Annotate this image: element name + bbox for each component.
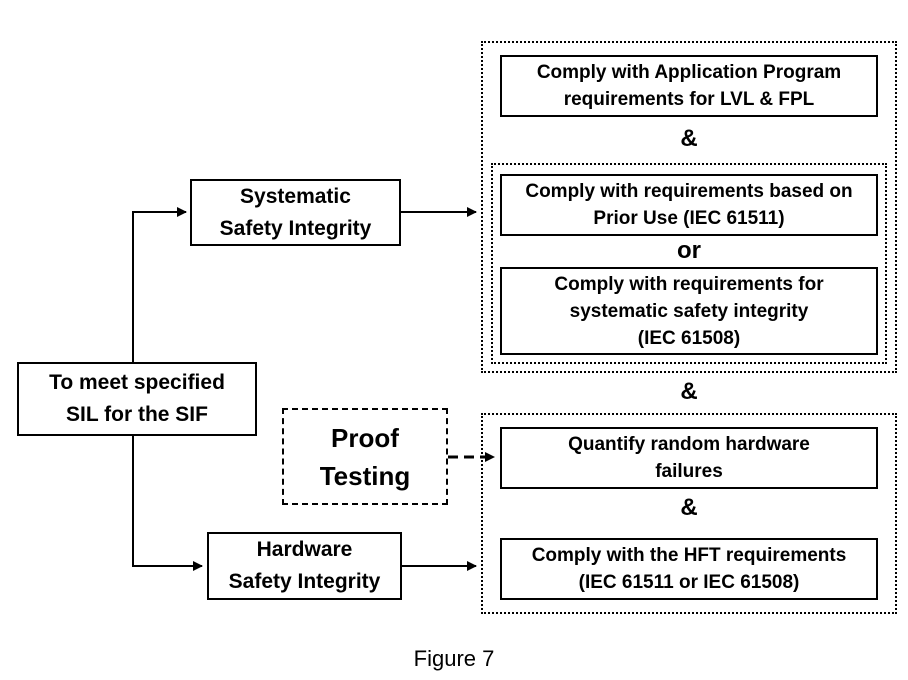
proof-line-1: Proof — [331, 422, 399, 453]
proof-testing-box: Proof Testing — [282, 408, 448, 505]
random-hardware-failures-box: Quantify random hardware failures — [500, 427, 878, 489]
root-goal-line-2: SIL for the SIF — [66, 403, 208, 426]
systematic-line-2: Safety Integrity — [219, 216, 372, 240]
hft-requirements-box: Comply with the HFT requirements (IEC 61… — [500, 538, 878, 600]
figure-caption: Figure 7 — [413, 646, 495, 671]
random-hw-line-1: Quantify random hardware — [568, 434, 810, 455]
app-program-requirements-box: Comply with Application Program requirem… — [500, 55, 878, 117]
app-program-line-1: Comply with Application Program — [536, 62, 842, 83]
prior-use-line-1: Comply with requirements based on — [525, 181, 853, 202]
prior-use-or-systematic-group — [491, 163, 887, 364]
hft-line-2: (IEC 61511 or IEC 61508) — [578, 572, 800, 593]
systematic-safety-integrity-box: Systematic Safety Integrity — [190, 179, 401, 246]
hardware-line-2: Safety Integrity — [228, 570, 381, 593]
hardware-requirements-group — [481, 413, 897, 614]
systematic-req-line-3: (IEC 61508) — [637, 327, 741, 349]
systematic-line-1: Systematic — [240, 184, 351, 208]
hft-line-1: Comply with the HFT requirements — [531, 545, 847, 566]
and-connector-3: & — [680, 494, 698, 521]
systematic-req-line-1: Comply with requirements for — [554, 273, 824, 295]
systematic-requirements-group — [481, 41, 897, 373]
or-connector: or — [677, 237, 701, 264]
systematic-integrity-requirements-box: Comply with requirements for systematic … — [500, 267, 878, 355]
arrow-root-to-hardware — [132, 436, 203, 571]
and-connector-1: & — [680, 125, 698, 152]
random-hw-line-2: failures — [655, 461, 723, 482]
root-goal-box: To meet specified SIL for the SIF — [17, 362, 257, 436]
hardware-line-1: Hardware — [256, 538, 353, 561]
and-connector-2: & — [680, 378, 698, 405]
prior-use-requirements-box: Comply with requirements based on Prior … — [500, 174, 878, 236]
proof-line-2: Testing — [319, 460, 411, 491]
arrow-root-to-systematic — [132, 207, 187, 362]
root-goal-line-1: To meet specified — [49, 371, 225, 394]
hardware-safety-integrity-box: Hardware Safety Integrity — [207, 532, 402, 600]
prior-use-line-2: Prior Use (IEC 61511) — [593, 208, 785, 229]
systematic-req-line-2: systematic safety integrity — [569, 300, 809, 322]
app-program-line-2: requirements for LVL & FPL — [563, 89, 815, 110]
